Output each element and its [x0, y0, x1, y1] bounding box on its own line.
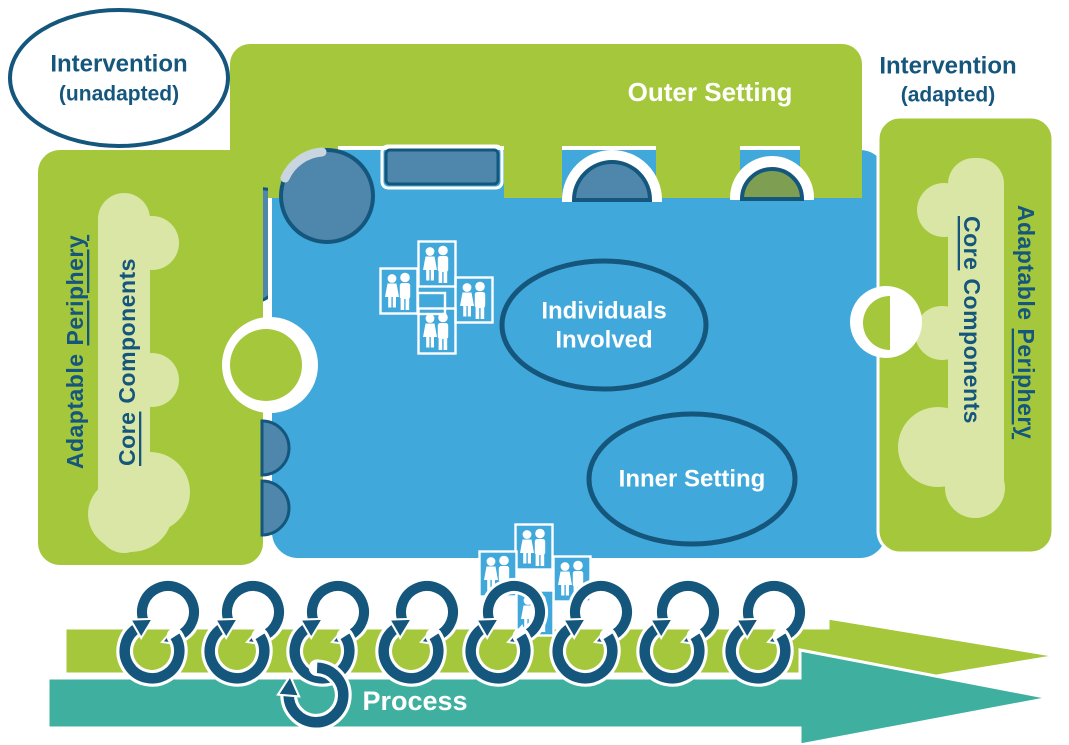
puzzle-bump-topleft: [279, 147, 375, 244]
inner-setting-ellipse: [586, 411, 798, 547]
inner-setting-label: Inner Setting: [619, 466, 766, 493]
people-group-icon: [516, 525, 553, 570]
core-components-right-label: CoreComponents: [959, 216, 985, 424]
individuals-people-cluster: [381, 242, 493, 354]
individuals-involved-ellipse: [499, 258, 709, 392]
adaptable-periphery-left-label: AdaptablePeriphery: [62, 235, 88, 469]
adaptable-periphery-right-label: AdaptablePeriphery: [1013, 205, 1039, 439]
core-components-left-label: CoreComponents: [114, 258, 140, 466]
puzzle-tab-top: [380, 144, 504, 190]
inner-setting: Inner Setting: [586, 411, 798, 547]
puzzle-interlock-right: [850, 286, 922, 358]
intervention-adapted-line1: Intervention: [879, 53, 1016, 80]
individuals-involved-line1: Individuals: [541, 298, 666, 325]
puzzle-interlock-left: [222, 317, 318, 537]
intervention-adapted: Intervention (adapted): [879, 53, 1016, 107]
intervention-unadapted-line2: (unadapted): [59, 83, 179, 106]
outer-setting-label: Outer Setting: [628, 77, 793, 107]
intervention-unadapted-ellipse: [8, 8, 230, 148]
individuals-involved: Individuals Involved: [499, 258, 709, 392]
intervention-unadapted: Intervention (unadapted): [8, 8, 230, 148]
adaptable-periphery-right-piece: [876, 115, 1055, 555]
adaptable-periphery-left-piece: [38, 150, 263, 565]
puzzle-notch-mid: [558, 150, 666, 258]
intervention-adapted-line2: (adapted): [901, 84, 996, 107]
process-label: Process: [362, 686, 467, 716]
intervention-unadapted-line1: Intervention: [50, 51, 187, 78]
puzzle-notch-right: [726, 156, 818, 246]
individuals-involved-line2: Involved: [555, 327, 652, 354]
